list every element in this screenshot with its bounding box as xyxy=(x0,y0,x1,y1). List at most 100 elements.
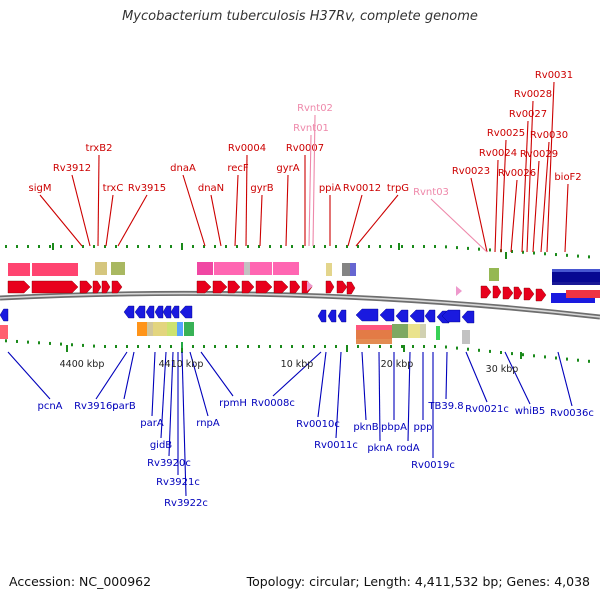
tick-dot xyxy=(588,255,590,259)
tick-dot xyxy=(555,356,557,360)
forward-gene-label: recF xyxy=(227,163,249,174)
forward-gene-arrow xyxy=(273,280,289,294)
reverse-gene-label: Rv3916c xyxy=(74,401,118,412)
leader-line xyxy=(234,174,239,247)
forward-gene-label: Rv0025 xyxy=(487,128,525,139)
forward-gene-label: Rv0007 xyxy=(286,143,324,154)
reverse-gene-label: Rv3922c xyxy=(164,498,208,509)
forward-gene-label: gyrB xyxy=(250,183,273,194)
tick-dot xyxy=(203,245,205,248)
gene-features xyxy=(0,262,600,348)
tick-dot xyxy=(401,245,403,248)
reverse-gene-label: Rv3921c xyxy=(156,477,200,488)
reverse-gene-arrow xyxy=(154,305,164,319)
reverse-gene-label: rnpA xyxy=(196,418,220,429)
forward-gene-arrow xyxy=(79,280,93,294)
leader-line xyxy=(347,194,363,247)
tick-dot xyxy=(258,345,260,348)
reverse-gene-arrow xyxy=(0,308,9,322)
tick-dot xyxy=(49,341,51,345)
tick-dot xyxy=(467,347,469,351)
leader-line xyxy=(7,351,51,400)
reverse-domain-box xyxy=(147,322,153,336)
forward-gene-arrow xyxy=(227,280,241,294)
tick-dot xyxy=(115,345,117,348)
forward-domain-box xyxy=(326,263,332,276)
tick-dot xyxy=(566,357,568,361)
map-title: Mycobacterium tuberculosis H37Rv, comple… xyxy=(122,9,478,24)
reverse-gene-arrow xyxy=(424,309,436,323)
tick-dot xyxy=(489,349,491,353)
forward-domain-box xyxy=(244,262,250,275)
major-tick xyxy=(66,345,68,352)
leader-line xyxy=(39,194,83,247)
forward-gene-label: Rv0029 xyxy=(520,149,558,160)
rna-gene-arrow xyxy=(307,281,313,291)
accession-text: Accession: NC_000962 xyxy=(9,574,152,589)
forward-domain-box xyxy=(95,262,107,275)
forward-gene-label: Rv0031 xyxy=(535,70,573,81)
forward-domain-box xyxy=(552,272,600,285)
leader-line xyxy=(540,141,550,253)
tick-dot xyxy=(115,245,117,248)
tick-dot xyxy=(27,340,29,344)
rna-gene-label: Rvnt03 xyxy=(413,187,449,198)
forward-gene-arrow xyxy=(523,287,535,301)
reverse-domain-box xyxy=(462,330,470,344)
genome-summary-text: Topology: circular; Length: 4,411,532 bp… xyxy=(246,574,590,589)
forward-gene-label: dnaN xyxy=(198,183,224,194)
tick-dot xyxy=(71,245,73,248)
leader-line xyxy=(500,139,507,253)
leader-line xyxy=(97,154,100,247)
forward-gene-label: gyrA xyxy=(276,163,299,174)
scale-label: 20 kbp xyxy=(381,359,414,370)
reverse-gene-label: pbpA xyxy=(381,422,407,433)
forward-gene-label: Rv0023 xyxy=(452,166,490,177)
reverse-gene-arrow xyxy=(461,310,475,324)
tick-dot xyxy=(434,345,436,348)
leader-line xyxy=(285,174,289,247)
forward-gene-label: trpG xyxy=(387,183,409,194)
reverse-domain-box xyxy=(436,326,440,340)
backbone-highlight xyxy=(0,292,600,318)
forward-gene-label: Rv0004 xyxy=(228,143,266,154)
leader-line xyxy=(407,351,411,442)
leader-line xyxy=(564,183,569,253)
reverse-gene-label: pknA xyxy=(367,443,392,454)
tick-dot xyxy=(258,245,260,248)
leader-line xyxy=(504,351,531,405)
tick-dot xyxy=(346,245,348,248)
tick-dot xyxy=(368,345,370,348)
tick-dot xyxy=(5,339,7,343)
reverse-gene-label: TB39.8 xyxy=(427,401,463,412)
forward-domain-box xyxy=(111,262,125,275)
forward-gene-label: Rv0012 xyxy=(343,183,381,194)
forward-gene-arrow xyxy=(31,280,79,294)
leader-line xyxy=(546,81,555,253)
tick-dot xyxy=(445,245,447,249)
reverse-gene-arrow xyxy=(441,309,461,323)
reverse-domain-box xyxy=(184,322,194,336)
tick-dot xyxy=(38,341,40,345)
forward-gene-arrow xyxy=(241,280,255,294)
forward-gene-arrow xyxy=(325,280,335,294)
tick-dot xyxy=(5,245,7,248)
reverse-gene-arrow xyxy=(179,305,193,319)
leader-line xyxy=(259,194,263,247)
tick-dot xyxy=(126,345,128,348)
reverse-gene-arrow xyxy=(337,309,347,323)
leader-line xyxy=(521,120,529,253)
tick-dot xyxy=(148,245,150,248)
tick-dot xyxy=(335,345,337,348)
reverse-domain-box xyxy=(408,324,420,338)
leader-line xyxy=(361,351,367,421)
tick-dot xyxy=(313,245,315,248)
forward-domain-box xyxy=(273,262,299,275)
leader-line xyxy=(200,351,234,397)
leader-line xyxy=(123,351,135,400)
tick-dot xyxy=(192,345,194,348)
forward-gene-label: Rv0028 xyxy=(514,89,552,100)
tick-dot xyxy=(148,345,150,348)
major-tick xyxy=(52,243,54,250)
leader-line xyxy=(445,351,448,400)
